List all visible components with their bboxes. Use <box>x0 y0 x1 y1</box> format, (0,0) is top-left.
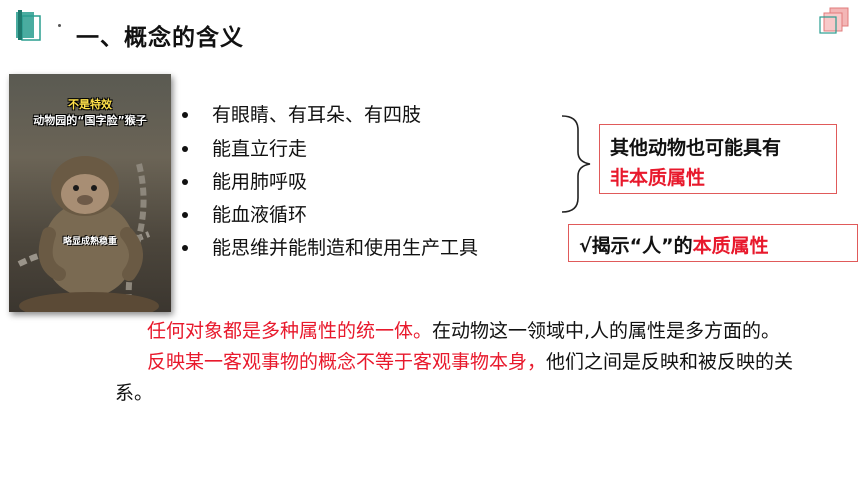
photo-caption-top: 不是特效 <box>68 98 112 111</box>
book-deco-icon <box>16 10 41 41</box>
callout-line1: 其他动物也可能具有 <box>610 137 782 159</box>
right-brace-icon <box>561 115 591 213</box>
photo-caption-main: 动物园的“国字脸”猴子 <box>33 114 147 127</box>
paragraph-2-highlight: 反映某一客观事物的概念不等于客观事物本身， <box>147 351 547 373</box>
bullet-icon <box>182 212 188 218</box>
paragraph-2: 反映某一客观事物的概念不等于客观事物本身，他们之间是反映和被反映的关系。 <box>115 347 825 409</box>
pages-deco-icon <box>819 7 849 34</box>
essential-callout: √揭示“人”的本质属性 <box>568 224 858 262</box>
bullet-icon <box>182 179 188 185</box>
bullet-icon <box>182 146 188 152</box>
nonessential-callout: 其他动物也可能具有 非本质属性 <box>599 124 837 194</box>
bullet-icon <box>182 245 188 251</box>
monkey-photo: 不是特效 动物园的“国字脸”猴子 略显成熟稳重 <box>9 74 171 312</box>
paragraph-2-rest: 他们之间是反映和被反映的关系。 <box>115 351 794 404</box>
paragraph-1: 任何对象都是多种属性的统一体。在动物这一领域中,人的属性是多方面的。 <box>115 316 825 347</box>
photo-caption-bottom: 略显成熟稳重 <box>62 237 117 247</box>
essential-prefix: √揭示“人”的 <box>579 235 693 257</box>
bullet-icon <box>182 112 188 118</box>
paragraph-1-rest: 在动物这一领域中,人的属性是多方面的。 <box>432 320 781 342</box>
page-title: 一、概念的含义 <box>76 25 244 51</box>
callout-line2: 非本质属性 <box>610 167 706 189</box>
monkey-illustration <box>17 156 159 312</box>
essential-highlight: 本质属性 <box>692 235 769 257</box>
explanation-text: 任何对象都是多种属性的统一体。在动物这一领域中,人的属性是多方面的。 反映某一客… <box>115 316 825 409</box>
dot-mark <box>58 24 61 27</box>
paragraph-1-highlight: 任何对象都是多种属性的统一体。 <box>147 320 433 342</box>
